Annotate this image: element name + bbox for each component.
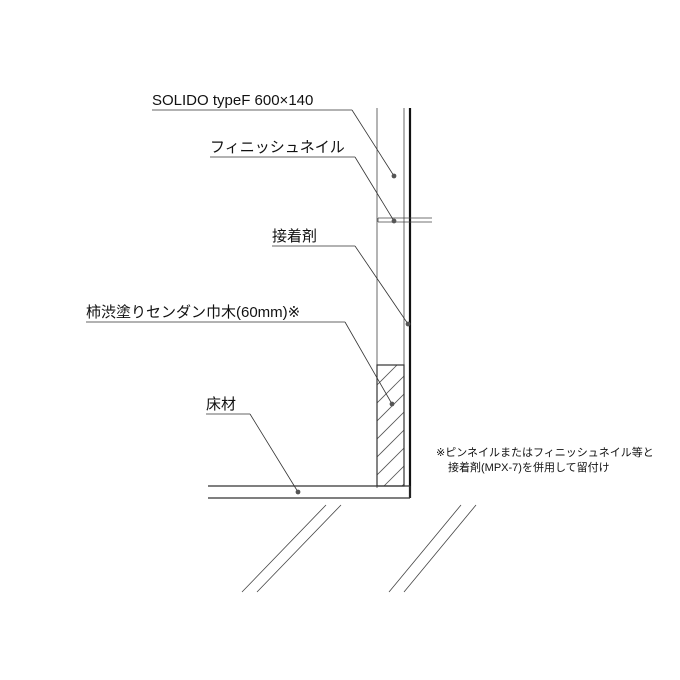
panel-leader: SOLIDO typeF 600×140 — [152, 92, 397, 179]
baseboard-leader-dot — [389, 401, 395, 407]
finish-nail-label: フィニッシュネイル — [210, 139, 345, 156]
baseboard-hatch — [377, 365, 404, 486]
adhesive-leader-dot — [405, 321, 411, 327]
finish-nail-leader-dot — [391, 218, 397, 224]
floor-label: 床材 — [206, 396, 236, 413]
finish-nail — [377, 217, 432, 223]
floor-material — [208, 485, 411, 499]
floor-leader-dot — [295, 489, 301, 495]
adhesive-leader: 接着剤 — [272, 228, 411, 327]
panel-leader-dot — [391, 173, 397, 179]
installation-note: ※ピンネイルまたはフィニッシュネイル等と 接着剤(MPX-7)を併用して留付け — [436, 445, 654, 474]
note-line-1: ※ピンネイルまたはフィニッシュネイル等と — [436, 445, 654, 459]
floor-leader: 床材 — [206, 396, 301, 495]
adhesive-label: 接着剤 — [272, 228, 317, 245]
panel-label: SOLIDO typeF 600×140 — [152, 92, 313, 109]
baseboard — [376, 364, 405, 487]
note-line-2: 接着剤(MPX-7)を併用して留付け — [448, 460, 610, 474]
baseboard-label: 柿渋塗りセンダン巾木(60mm)※ — [86, 303, 300, 321]
floor-joist-lines — [241, 504, 477, 593]
finish-nail-leader: フィニッシュネイル — [210, 139, 397, 224]
baseboard-leader: 柿渋塗りセンダン巾木(60mm)※ — [86, 303, 395, 407]
